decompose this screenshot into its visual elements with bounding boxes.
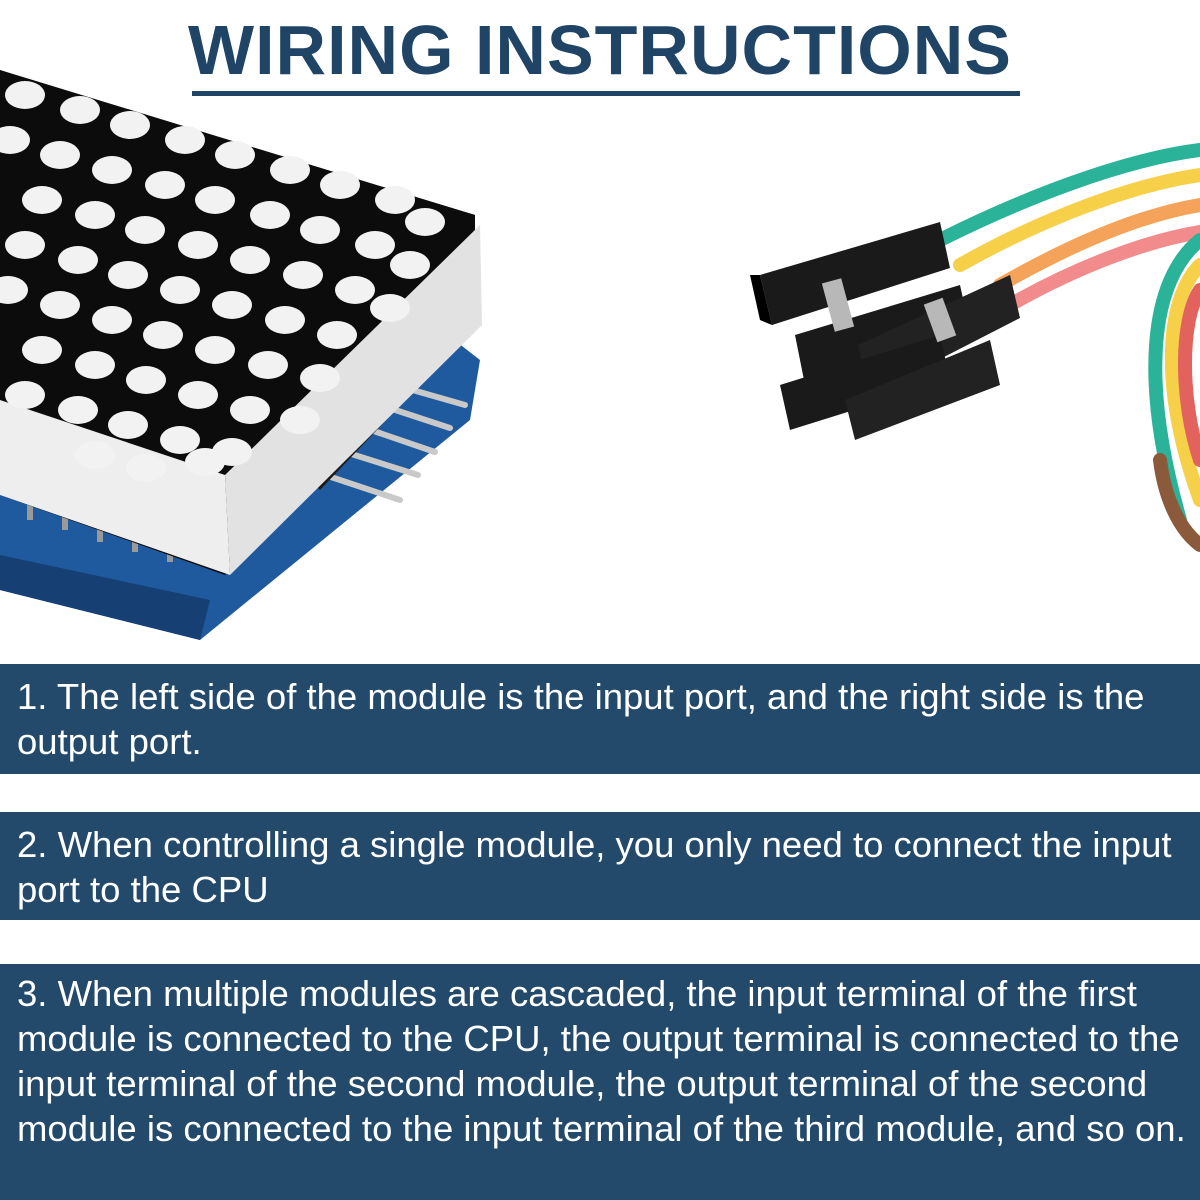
- wire-pink: [1003, 225, 1200, 312]
- instruction-text-3: 3. When multiple modules are cascaded, t…: [17, 973, 1186, 1149]
- wire-yellow: [953, 168, 1200, 272]
- instruction-text-2: 2. When controlling a single module, you…: [17, 824, 1172, 910]
- connector-5: [845, 340, 1000, 440]
- dupont-connectors: [750, 222, 1020, 440]
- connector-1: [760, 222, 950, 325]
- jumper-wires: [933, 143, 1200, 552]
- instruction-text-1: 1. The left side of the module is the in…: [17, 676, 1145, 762]
- title-underline: [192, 91, 1020, 96]
- instruction-item-1: 1. The left side of the module is the in…: [0, 664, 1200, 774]
- instruction-item-3: 3. When multiple modules are cascaded, t…: [0, 964, 1200, 1200]
- wire-teal: [933, 143, 1200, 247]
- wire-orange: [993, 198, 1200, 292]
- instruction-item-2: 2. When controlling a single module, you…: [0, 812, 1200, 920]
- led-dots: [0, 81, 445, 482]
- connector-4: [780, 335, 950, 430]
- wire-loop-yellow: [1164, 258, 1200, 507]
- matrix-side-right: [225, 225, 482, 575]
- wire-loop-red: [1178, 283, 1200, 467]
- product-illustration: [0, 70, 1200, 640]
- wire-loop-brown: [1153, 453, 1200, 552]
- led-matrix-module: [0, 70, 482, 640]
- page-title: WIRING INSTRUCTIONS: [188, 11, 1012, 89]
- matrix-side-front: [0, 400, 230, 575]
